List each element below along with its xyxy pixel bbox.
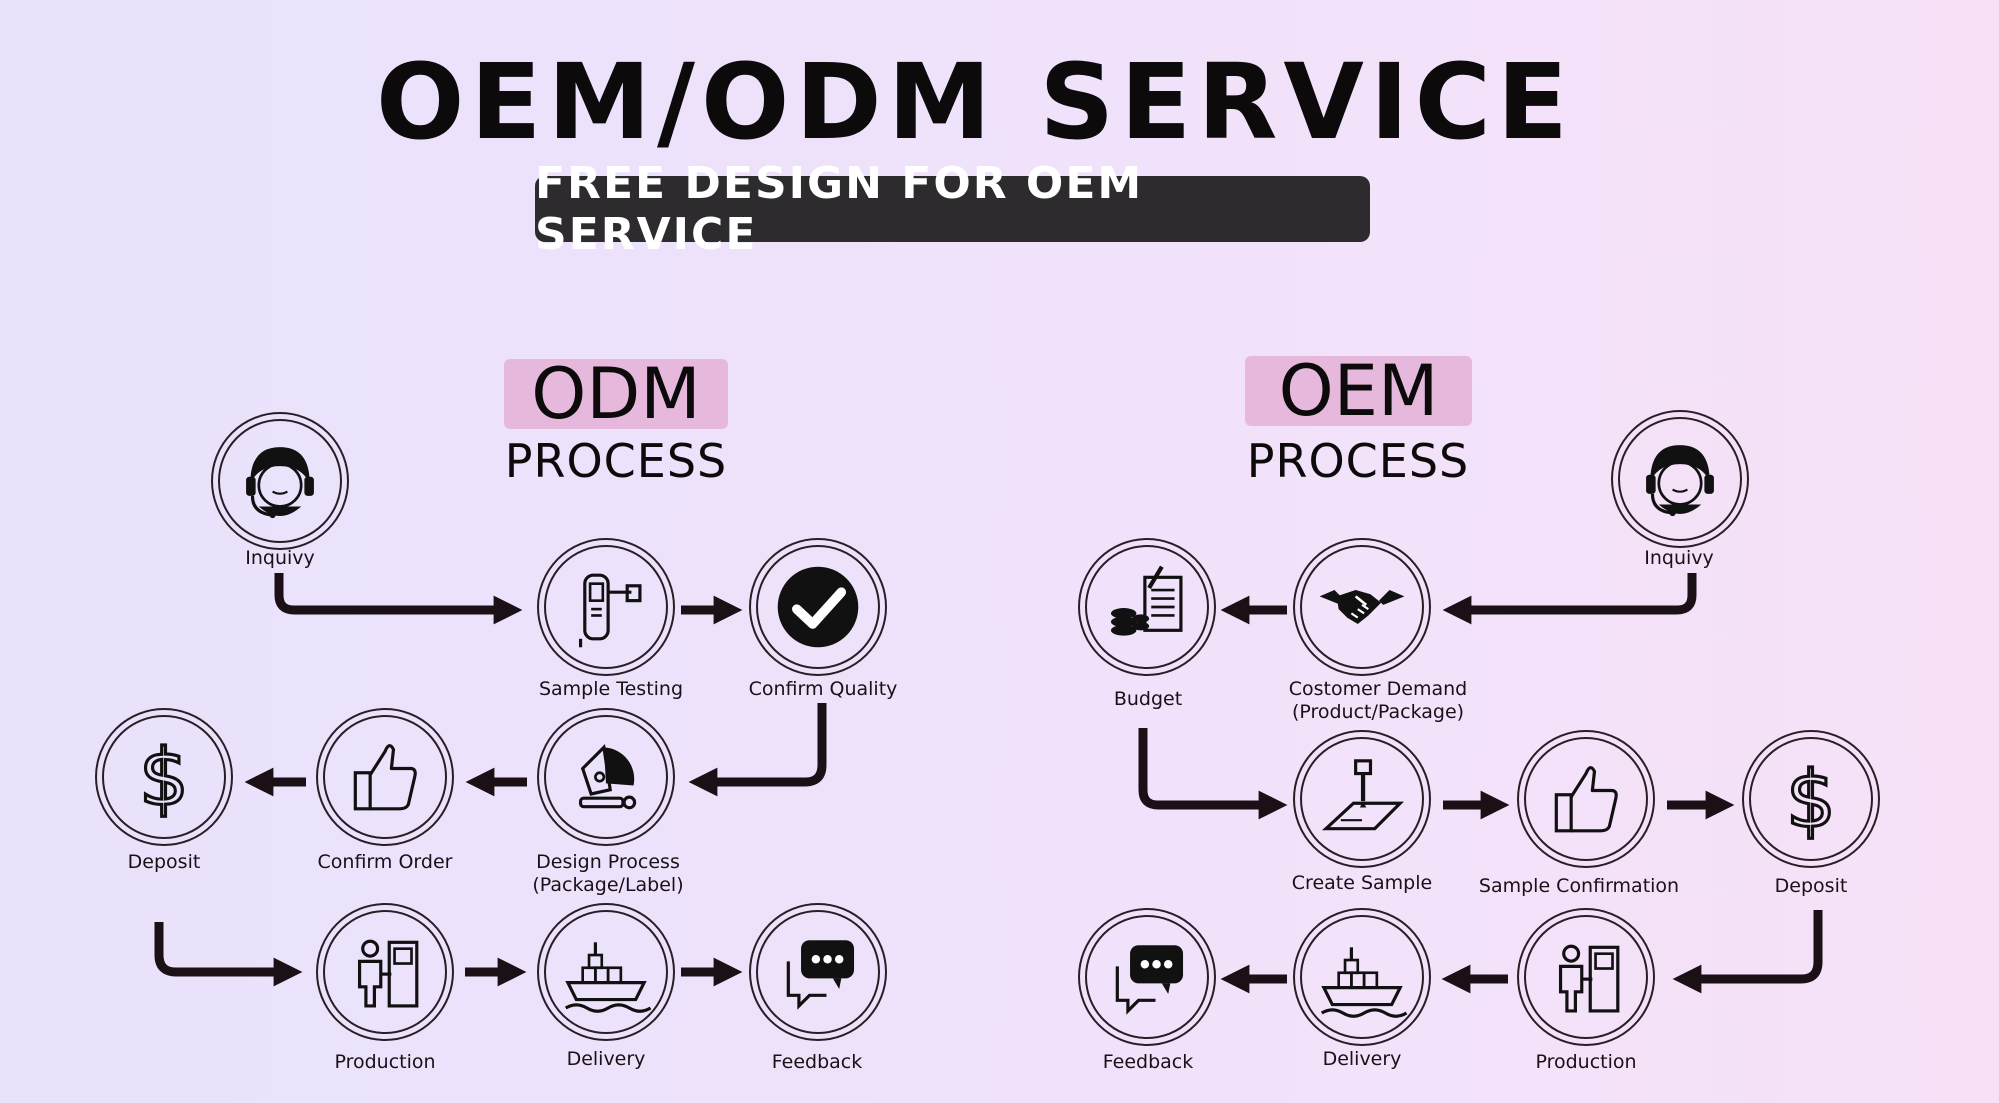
odm-inquiry-node xyxy=(211,412,349,550)
oem-inquiry-node xyxy=(1611,410,1749,548)
odm-inquiry-label: Inquivy xyxy=(245,547,315,569)
oem-sample-confirmation-label: Sample Confirmation xyxy=(1478,875,1680,897)
odm-production-label: Production xyxy=(334,1051,436,1073)
oem-process-heading: PROCESS xyxy=(1246,434,1470,488)
oem-production-label: Production xyxy=(1535,1051,1637,1073)
arrow-oem-budget-to-sample xyxy=(1138,728,1288,820)
dollar-icon: $ xyxy=(137,731,190,825)
oem-customer-demand-label: Costomer Demand (Product/Package) xyxy=(1248,678,1508,724)
pen-tool-icon xyxy=(578,743,637,810)
oem-inquiry-label: Inquivy xyxy=(1644,547,1714,569)
oem-delivery-node xyxy=(1293,908,1431,1046)
odm-production-node xyxy=(316,903,454,1041)
odm-design-process-label: Design Process (Package/Label) xyxy=(478,851,738,897)
oem-create-sample-node xyxy=(1293,730,1431,868)
thumbs-up-icon xyxy=(353,744,417,811)
oem-feedback-label: Feedback xyxy=(1102,1051,1194,1073)
subtitle-banner: FREE DESIGN FOR OEM SERVICE xyxy=(535,158,1370,260)
thumbs-up-icon xyxy=(1554,766,1618,833)
oem-delivery-label: Delivery xyxy=(1322,1048,1402,1070)
lab-machine-icon xyxy=(578,573,642,648)
arrow-oem-deposit-to-production xyxy=(1672,910,1823,994)
worker-machine-icon xyxy=(357,939,419,1008)
arrow-odm-quality-to-design xyxy=(688,703,827,797)
oem-budget-label: Budget xyxy=(1113,688,1183,710)
odm-confirm-order-node xyxy=(316,708,454,846)
odm-confirm-quality-node xyxy=(749,538,887,676)
oem-customer-demand-subtitle: (Product/Package) xyxy=(1291,701,1465,723)
arrow-odm-inquiry-to-sample xyxy=(274,573,523,625)
odm-confirm-quality-label: Confirm Quality xyxy=(748,678,898,700)
oem-feedback-node xyxy=(1078,908,1216,1046)
odm-design-process-subtitle: (Package/Label) xyxy=(532,874,684,896)
worker-machine-icon xyxy=(1558,944,1620,1013)
odm-design-process-title: Design Process xyxy=(536,851,680,873)
odm-deposit-node: $ xyxy=(95,708,233,846)
chat-bubble-icon xyxy=(786,940,855,1010)
odm-confirm-order-label: Confirm Order xyxy=(317,851,453,873)
odm-delivery-label: Delivery xyxy=(566,1048,646,1070)
svg-text:$: $ xyxy=(139,733,189,824)
arrow-odm-deposit-to-production xyxy=(154,922,303,987)
odm-badge: ODM xyxy=(504,359,728,429)
cargo-ship-icon xyxy=(564,942,652,1013)
cutting-machine-icon xyxy=(1321,759,1404,831)
subtitle-text: FREE DESIGN FOR OEM SERVICE xyxy=(535,158,1144,260)
odm-sample-testing-label: Sample Testing xyxy=(538,678,684,700)
checkmark-icon xyxy=(777,566,859,648)
oem-production-node xyxy=(1517,908,1655,1046)
chat-bubble-icon xyxy=(1115,945,1184,1015)
oem-customer-demand-node xyxy=(1293,538,1431,676)
odm-feedback-node xyxy=(749,903,887,1041)
oem-sample-confirmation-node xyxy=(1517,730,1655,868)
cargo-ship-icon xyxy=(1320,947,1408,1018)
oem-customer-demand-title: Costomer Demand xyxy=(1288,678,1468,700)
oem-deposit-node: $ xyxy=(1742,730,1880,868)
oem-badge: OEM xyxy=(1245,356,1472,426)
arrow-oem-inquiry-to-demand xyxy=(1442,573,1697,625)
odm-sample-testing-node xyxy=(537,538,675,676)
odm-delivery-node xyxy=(537,903,675,1041)
odm-deposit-label: Deposit xyxy=(127,851,201,873)
odm-design-process-node xyxy=(537,708,675,846)
headset-icon xyxy=(1646,445,1714,517)
svg-text:$: $ xyxy=(1786,755,1836,846)
dollar-icon: $ xyxy=(1784,753,1837,847)
odm-feedback-label: Feedback xyxy=(771,1051,863,1073)
oem-budget-node xyxy=(1078,538,1216,676)
handshake-icon xyxy=(1319,590,1405,624)
oem-create-sample-label: Create Sample xyxy=(1291,872,1433,894)
budget-coins-icon xyxy=(1110,565,1183,636)
odm-process-heading: PROCESS xyxy=(504,434,728,488)
page-title: OEM/ODM SERVICE xyxy=(376,41,1574,163)
oem-deposit-label: Deposit xyxy=(1774,875,1848,897)
headset-icon xyxy=(246,447,314,519)
